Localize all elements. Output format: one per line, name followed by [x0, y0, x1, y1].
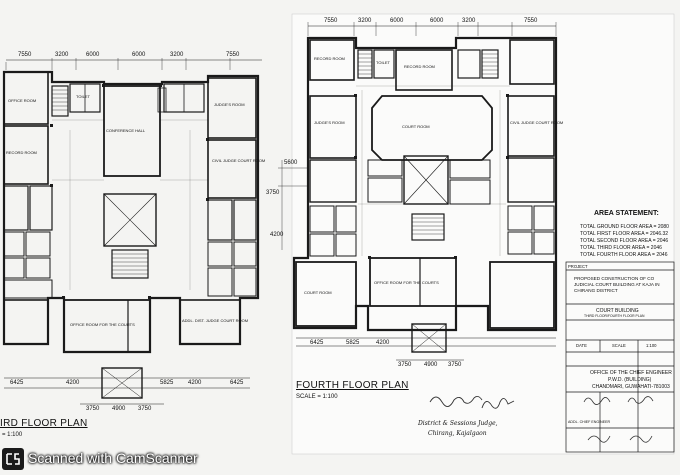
left-plan-scale: = 1:100	[2, 432, 23, 438]
tb-stamp-label: ADDL. CHIEF ENGINEER	[568, 420, 611, 424]
dim-left-top-3: 6000	[86, 52, 100, 58]
signature-note-1: District & Sessions Judge,	[418, 420, 498, 427]
dim-left-bottom-2: 4200	[66, 380, 80, 386]
dim-right-stair-1: 3750	[398, 362, 412, 368]
dim-left-bottom-4: 5825	[160, 380, 174, 386]
tb-drawing-subtitle: THIRD FLOOR/FOURTH FLOOR PLAN	[584, 314, 645, 318]
dim-right-bottom-3: 4200	[376, 340, 390, 346]
dim-left-stair-2: 4900	[112, 406, 126, 412]
room-label: JUDGE'S ROOM	[214, 102, 245, 107]
tb-scale-value: 1:100	[646, 343, 657, 348]
room-label: RECORD ROOM	[6, 150, 37, 155]
room-label: OFFICE ROOM FOR THE COURTS	[70, 322, 135, 327]
area-line-first: TOTAL FIRST FLOOR AREA = 2046.32	[580, 231, 669, 237]
dim-left-top-5: 3200	[170, 52, 184, 58]
tb-project-label: PROJECT	[568, 264, 588, 269]
dim-left-stair-1: 3750	[86, 406, 100, 412]
dim-right-side-1: 5600	[284, 160, 298, 166]
signature-scribble-1	[429, 395, 483, 407]
signature-note-2: Chirang, Kajalgaon	[428, 430, 487, 437]
dim-right-bottom-2: 5825	[346, 340, 360, 346]
area-statement-title: AREA STATEMENT:	[594, 210, 659, 217]
signature-scribble-4	[627, 396, 654, 404]
room-label: CONFERENCE HALL	[106, 128, 146, 133]
dim-right-top-3: 6000	[390, 18, 404, 24]
dim-right-side-3: 4200	[270, 232, 284, 238]
title-block-lines	[565, 261, 675, 453]
dim-right-top-5: 3200	[462, 18, 476, 24]
room-label: TOILET	[376, 60, 390, 65]
signature-scribble-3	[583, 397, 611, 405]
dim-left-top-6: 7550	[226, 52, 240, 58]
right-plan-title: FOURTH FLOOR PLAN	[296, 380, 409, 391]
room-label: JUDGE'S ROOM	[314, 120, 345, 125]
area-line-third: TOTAL THIRD FLOOR AREA = 2046	[580, 245, 662, 251]
dim-left-bottom-5: 6425	[230, 380, 244, 386]
right-plan-scale: SCALE = 1:100	[296, 394, 338, 400]
room-label: RECORD ROOM	[314, 56, 345, 61]
tb-scale-label: SCALE	[612, 343, 626, 348]
tb-office-1: OFFICE OF THE CHIEF ENGINEER	[590, 370, 672, 376]
room-label: COURT ROOM	[402, 124, 430, 129]
dim-left-top-2: 3200	[55, 52, 69, 58]
tb-drawing-title: COURT BUILDING	[596, 308, 639, 314]
dim-left-top-1: 7550	[18, 52, 32, 58]
left-plan-title: IRD FLOOR PLAN	[0, 418, 88, 429]
tb-project: PROPOSED CONSTRUCTION OF CO JUDICIAL COU…	[574, 276, 660, 293]
signature-scribble-2	[481, 398, 515, 409]
dim-right-top-4: 6000	[430, 18, 444, 24]
left-floor-plan	[2, 58, 262, 405]
camscanner-watermark-text: Scanned with CamScanner	[28, 450, 198, 466]
room-label: COURT ROOM	[304, 290, 332, 295]
room-label: RECORD ROOM	[404, 64, 435, 69]
room-label: OFFICE ROOM	[8, 98, 37, 103]
camscanner-logo	[2, 448, 24, 470]
room-label: CIVIL JUDGE COURT ROOM	[212, 158, 266, 163]
dim-left-bottom-1: 6425	[10, 380, 24, 386]
area-line-fourth: TOTAL FOURTH FLOOR AREA = 2046	[580, 252, 668, 258]
tb-date-label: DATE	[576, 343, 587, 348]
dim-right-top-2: 3200	[358, 18, 372, 24]
dim-right-stair-3: 3750	[448, 362, 462, 368]
dim-left-top-4: 6000	[132, 52, 146, 58]
area-line-ground: TOTAL GROUND FLOOR AREA = 2080	[580, 224, 669, 230]
dim-left-bottom-3: 4200	[188, 380, 202, 386]
room-label: ADDL. DIST. JUDGE COURT ROOM	[182, 318, 249, 323]
right-floor-plan	[278, 22, 558, 361]
tb-office-2: P.W.D. (BUILDING)	[608, 377, 652, 383]
dim-right-bottom-1: 6425	[310, 340, 324, 346]
tb-office-3: CHANDMARI, GUWAHATI-781003	[592, 384, 670, 390]
signature-scribble-5	[587, 435, 611, 443]
dim-right-side-2: 3750	[266, 190, 280, 196]
dim-right-top-6: 7550	[524, 18, 538, 24]
area-line-second: TOTAL SECOND FLOOR AREA = 2046	[580, 238, 669, 244]
room-label: CIVIL JUDGE COURT ROOM	[510, 120, 564, 125]
room-label: TOILET	[76, 94, 90, 99]
dim-right-stair-2: 4900	[424, 362, 438, 368]
dim-right-top-1: 7550	[324, 18, 338, 24]
signature-scribble-6	[629, 435, 653, 443]
dim-left-stair-3: 3750	[138, 406, 152, 412]
room-label: OFFICE ROOM FOR THE COURTS	[374, 280, 439, 285]
